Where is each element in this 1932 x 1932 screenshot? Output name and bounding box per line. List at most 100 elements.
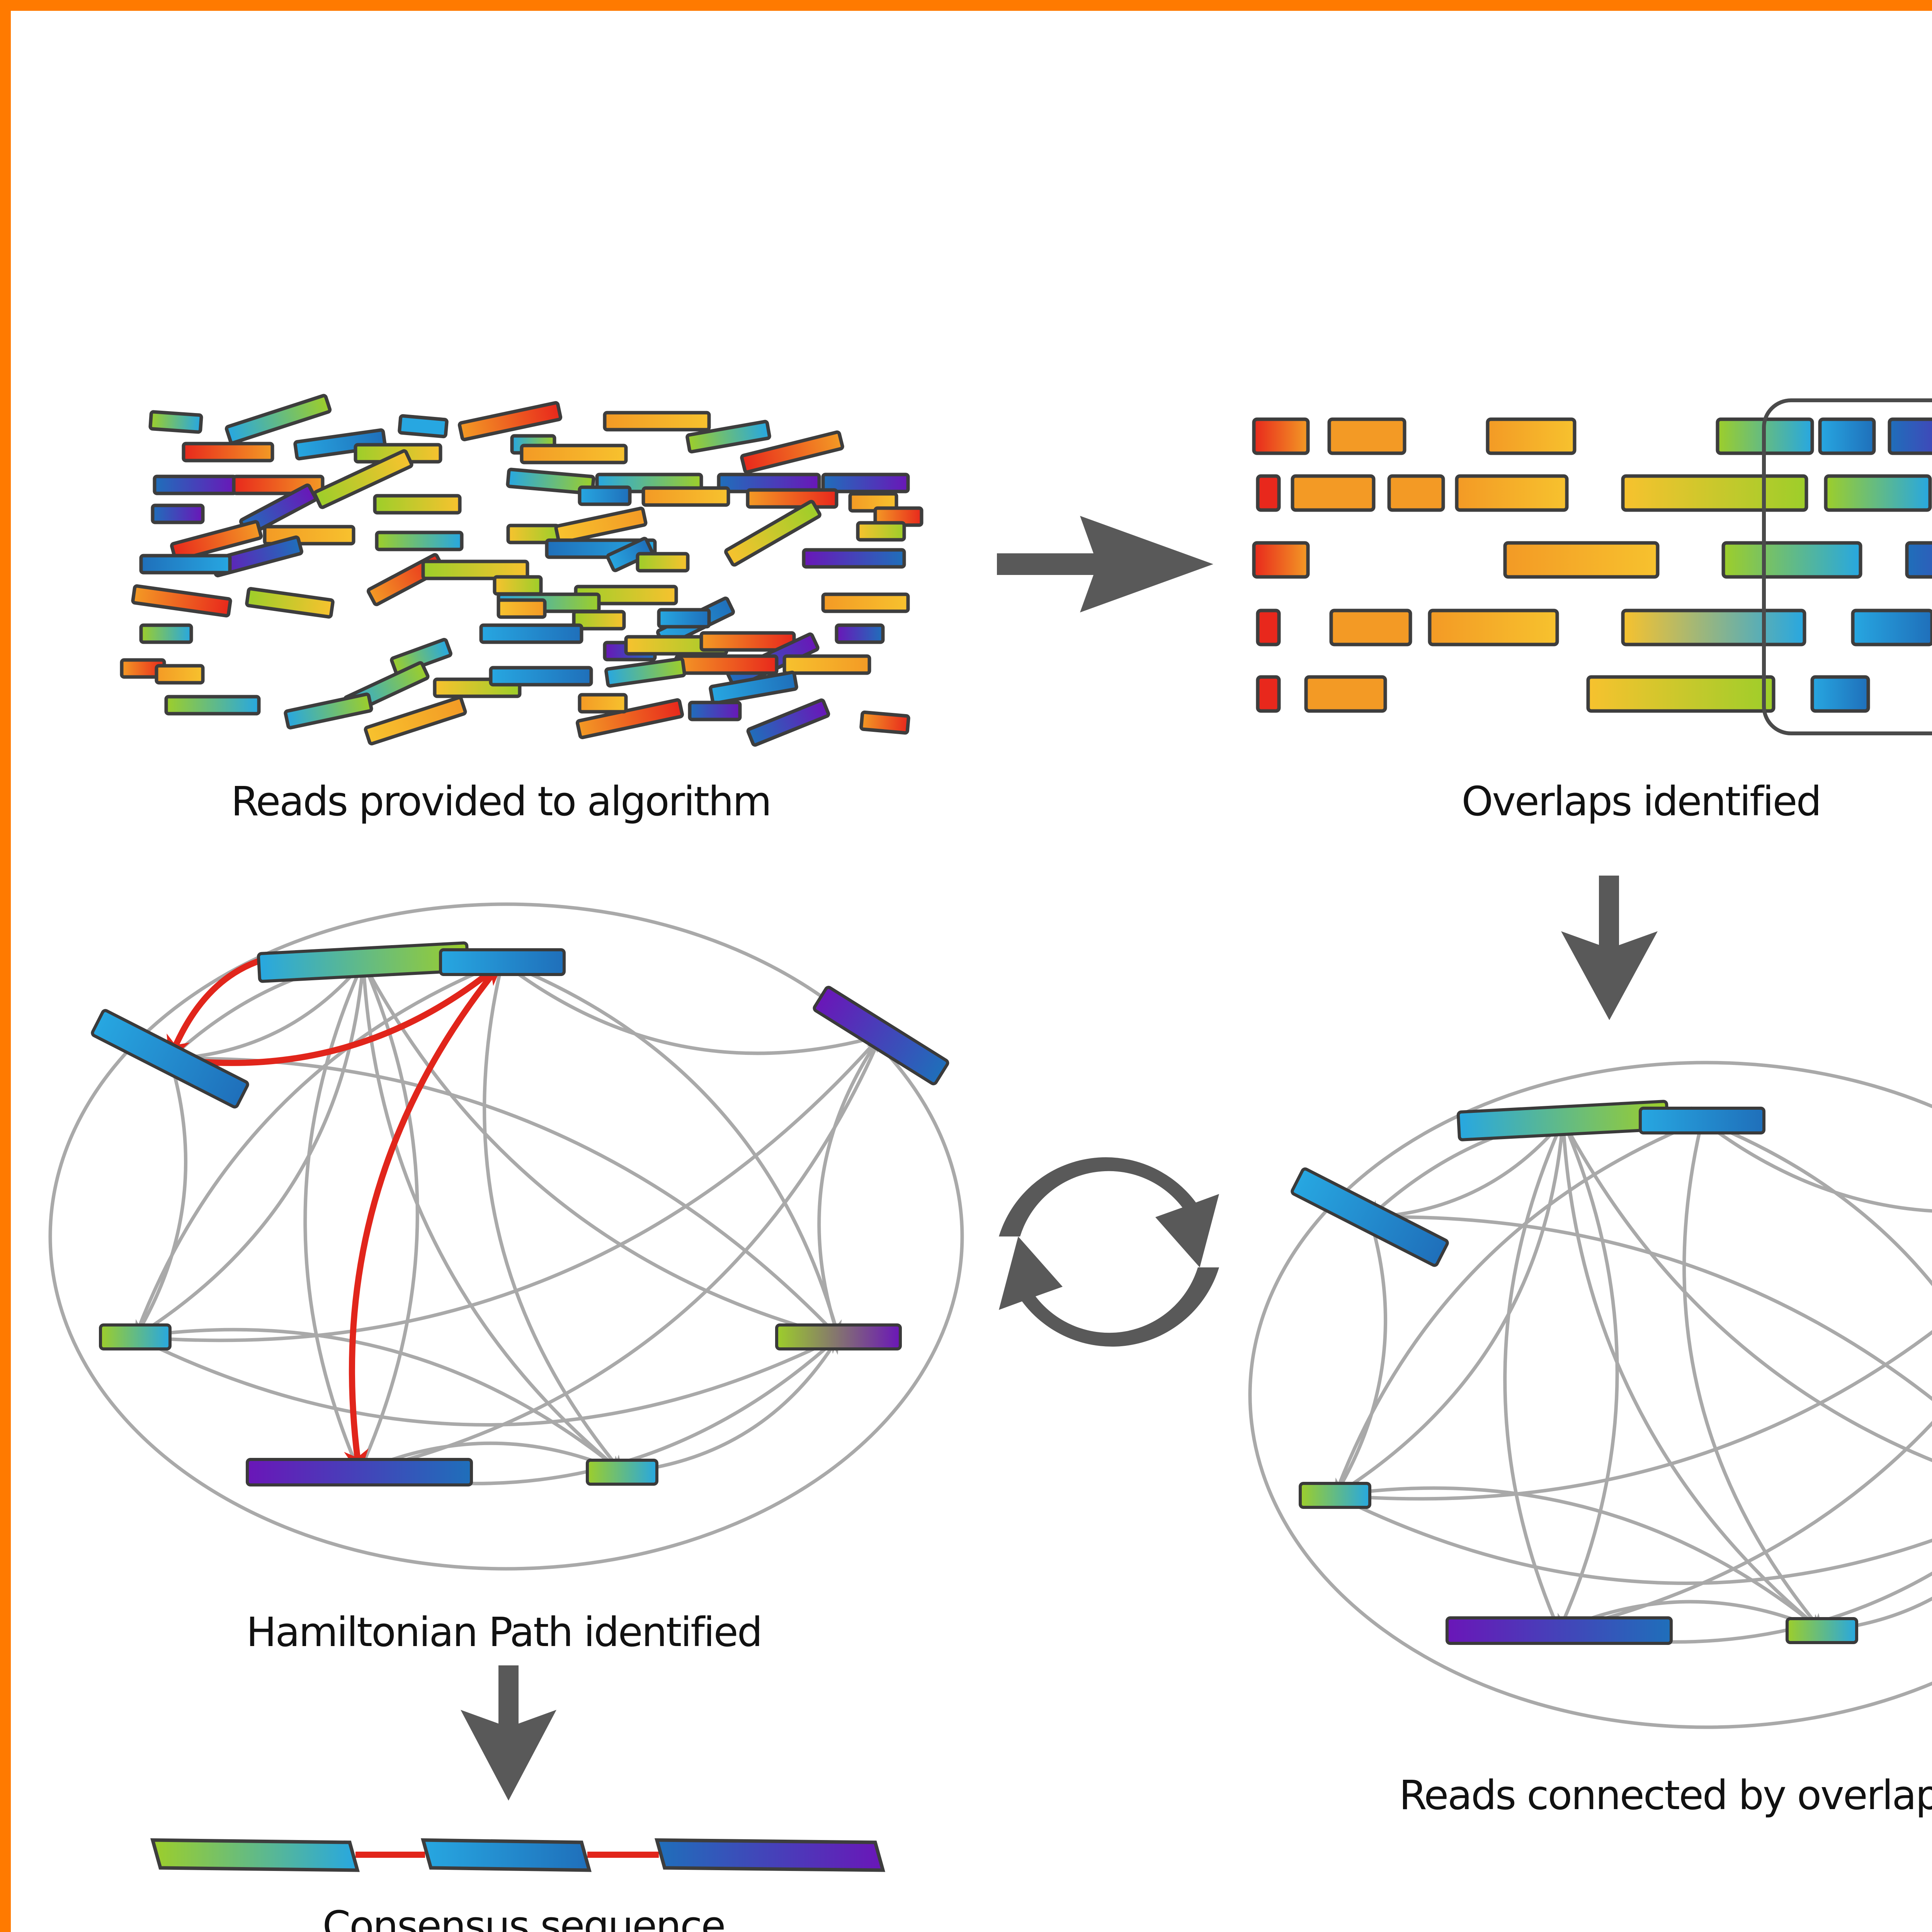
sequence-read — [170, 520, 263, 562]
overlapping-read — [1586, 675, 1776, 713]
overlapping-read — [1621, 474, 1808, 512]
sequence-read — [821, 473, 910, 493]
overlap-region-box — [1762, 398, 1932, 735]
sequence-read — [688, 701, 742, 721]
hamiltonian-graph — [48, 902, 964, 1571]
graph-caption: Reads connected by overlaps — [1399, 1772, 1932, 1819]
graph-node-n7 — [246, 1458, 473, 1486]
sequence-read — [506, 468, 595, 495]
overlapping-read — [1252, 541, 1310, 579]
sequence-read — [151, 503, 205, 524]
sequence-read — [497, 598, 547, 619]
overlapping-read — [1252, 417, 1310, 455]
graph-node-n1 — [1456, 1100, 1670, 1141]
overlapping-read — [1428, 609, 1559, 646]
overlapping-read — [1256, 675, 1281, 713]
overlap-edge — [359, 1034, 883, 1474]
sequence-read — [131, 584, 232, 617]
sequence-read — [375, 531, 464, 551]
sequence-read — [746, 698, 830, 747]
overlapping-read — [1905, 541, 1932, 579]
overlap-edge — [1335, 1486, 1823, 1632]
overlap-edge — [1333, 1216, 1388, 1497]
sequence-read — [148, 410, 203, 434]
hamiltonian-path-edge — [344, 960, 505, 1475]
reads-panel — [120, 394, 923, 747]
consensus-caption: Consensus sequence — [323, 1902, 725, 1932]
sequence-read — [153, 474, 238, 495]
sequence-read — [139, 554, 232, 575]
overlap-edge — [135, 1328, 624, 1474]
overlapping-read — [1304, 675, 1387, 713]
overlap-edge — [170, 1056, 840, 1338]
hamiltonian-path-edge — [169, 959, 505, 1066]
sequence-read — [164, 695, 261, 716]
overlap-edge — [1333, 1118, 1704, 1496]
sequence-read — [572, 610, 626, 631]
consensus-segment — [655, 1838, 885, 1872]
overlapping-read — [1486, 417, 1577, 455]
sequence-read — [604, 657, 686, 688]
overlap-edge — [134, 1058, 188, 1338]
overlapping-read — [1824, 474, 1932, 512]
graph-node-n2 — [439, 948, 566, 976]
overlap-edge — [817, 1034, 883, 1339]
overlapping-read — [1327, 417, 1406, 455]
overlap-edge — [1368, 1119, 1565, 1225]
hamiltonian-caption: Hamiltonian Path identified — [246, 1609, 761, 1656]
graph-node-n5 — [1299, 1482, 1371, 1509]
overlaps-caption: Overlaps identified — [1461, 778, 1820, 825]
sequence-read — [421, 560, 529, 580]
sequence-read — [245, 587, 335, 619]
sequence-read — [835, 623, 885, 644]
sequence-read — [782, 654, 871, 675]
overlapping-read — [1818, 417, 1876, 455]
graph-node-n8 — [586, 1459, 658, 1486]
arrow-right-icon — [997, 516, 1213, 612]
graph-node-n5 — [99, 1323, 172, 1350]
overlap-edge — [500, 959, 840, 1338]
sequence-read — [603, 411, 711, 432]
graph-node-n4 — [813, 986, 949, 1085]
overlap-edge — [362, 961, 839, 1339]
overlap-graph — [1248, 1061, 1932, 1729]
overlap-edge — [1701, 1119, 1932, 1213]
overlap-edge — [1555, 1119, 1823, 1632]
sequence-read — [493, 575, 543, 596]
sequence-read — [821, 592, 910, 613]
overlapping-read — [1387, 474, 1445, 512]
sequence-read — [398, 414, 449, 439]
arrow-down-icon — [1561, 876, 1658, 1020]
overlapping-read — [1291, 474, 1376, 512]
overlap-edge — [1248, 1061, 1932, 1729]
sequence-read — [139, 623, 193, 644]
overlap-edge — [1335, 1330, 1932, 1501]
arrow-down-icon — [461, 1665, 556, 1801]
overlap-edge — [1700, 1118, 1932, 1286]
overlap-edge — [134, 960, 371, 1338]
overlap-edge — [1334, 1119, 1571, 1497]
overlapping-read — [1851, 609, 1932, 646]
overlap-edge — [135, 1034, 883, 1342]
sequence-read — [856, 521, 906, 542]
overlap-edge — [1557, 1120, 1619, 1633]
consensus-segment — [421, 1838, 592, 1872]
sequence-read — [802, 548, 906, 569]
overlap-edge — [357, 961, 419, 1474]
overlap-edge — [483, 961, 624, 1474]
sequence-read — [709, 670, 798, 705]
overlap-edge — [1561, 1119, 1932, 1462]
sequence-read — [606, 537, 654, 572]
overlap-edge — [1334, 1493, 1932, 1585]
sequence-read — [657, 608, 711, 629]
sequence-read — [740, 430, 844, 474]
sequence-read — [724, 500, 821, 567]
sequence-read — [685, 420, 771, 454]
sequence-read — [479, 623, 583, 644]
sequence-read — [224, 394, 332, 445]
sequence-read — [313, 449, 413, 509]
overlap-edge — [1558, 1421, 1932, 1633]
overlap-edge — [1682, 1120, 1823, 1632]
overlapping-read — [1503, 541, 1660, 579]
